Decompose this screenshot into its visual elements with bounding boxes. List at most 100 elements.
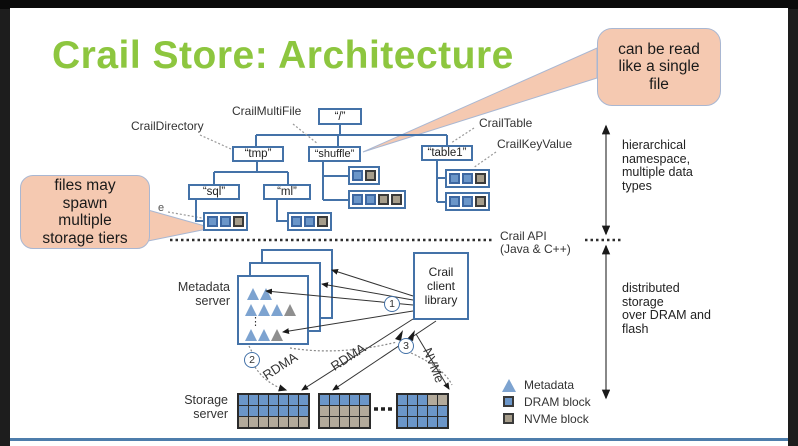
nvme-cell [340, 417, 349, 427]
nvme-cell [320, 417, 329, 427]
dram-cell [259, 395, 268, 405]
metadata-triangle-row-3 [245, 328, 284, 346]
callout-line: storage tiers [42, 229, 128, 247]
dram-cell [279, 395, 288, 405]
nvme-cell [269, 417, 278, 427]
dram-cell [408, 395, 417, 405]
block-group-ml [287, 212, 332, 231]
metadata-ellipsis: ⋮ [250, 316, 261, 328]
dram-cell [249, 395, 258, 405]
dram-cell [398, 395, 407, 405]
distributed-annotation: distributed storage over DRAM and flash [622, 281, 711, 336]
nvme-cell [239, 417, 248, 427]
tree-node-table1: “table1” [421, 145, 473, 161]
nvme-cell [340, 406, 349, 416]
dram-cell [398, 417, 407, 427]
annotation-line: distributed [622, 281, 680, 295]
dram-cell [279, 406, 288, 416]
nvme-cell [299, 417, 308, 427]
slide-title: Crail Store: Architecture [52, 34, 514, 77]
label-line: Crail [428, 265, 454, 279]
dram-block-icon [365, 194, 376, 205]
nvme-cell [360, 406, 369, 416]
nvme-cell [249, 417, 258, 427]
dram-block-icon [304, 216, 315, 227]
nvme-cell [350, 417, 359, 427]
block-group-shuffle-2 [348, 190, 406, 209]
nvme-block-icon [475, 173, 486, 184]
dram-cell [428, 417, 437, 427]
dram-cell [249, 406, 258, 416]
dram-cell [418, 395, 427, 405]
label-line: Storage [184, 393, 228, 407]
dram-cell [259, 406, 268, 416]
storage-server-label: Storage server [156, 393, 228, 421]
block-group-table1-a [445, 169, 490, 188]
nvme-block-icon [391, 194, 402, 205]
label-line: server [193, 406, 228, 421]
metadata-triangle-blue [260, 288, 272, 300]
dram-block-icon [207, 216, 218, 227]
callout-line: can be read [618, 40, 700, 58]
tree-node-sql: “sql” [188, 184, 240, 200]
nvme-block-icon [378, 194, 389, 205]
label-line: client [426, 279, 455, 293]
metadata-triangle-blue [258, 329, 270, 341]
dram-block-icon [352, 170, 363, 181]
nvme-cell [320, 406, 329, 416]
annotation-line: multiple data [622, 165, 693, 179]
nvme-block-icon [317, 216, 328, 227]
annotation-line: types [622, 178, 652, 193]
label-line: server [195, 293, 230, 308]
storage-grid-1 [237, 393, 310, 429]
dram-block-icon [449, 196, 460, 207]
nvme-block-icon [365, 170, 376, 181]
crail-keyvalue-label: CrailKeyValue [497, 137, 573, 151]
legend-dram-icon [503, 396, 514, 407]
step-1-badge: 1 [384, 296, 400, 312]
single-file-callout: can be read like a single file [597, 28, 721, 106]
dram-cell [360, 395, 369, 405]
step-3-badge: 3 [398, 338, 414, 354]
metadata-triangle-blue [271, 304, 283, 316]
annotation-line: hierarchical [622, 138, 686, 152]
dram-cell [320, 395, 329, 405]
legend-nvme-label: NVMe block [524, 412, 589, 426]
crail-client-library-box: Crail client library [413, 252, 469, 320]
dram-block-icon [291, 216, 302, 227]
window-top-border [0, 0, 798, 9]
dram-cell [408, 406, 417, 416]
crail-api-lang-label: (Java & C++) [500, 242, 571, 256]
dram-cell [428, 406, 437, 416]
dram-cell [350, 395, 359, 405]
dram-block-icon [352, 194, 363, 205]
dram-cell [398, 406, 407, 416]
step-2-badge: 2 [244, 352, 260, 368]
metadata-server-box-front: ⋮ [237, 275, 309, 345]
tree-node-root: “/” [318, 108, 362, 125]
nvme-cell [350, 406, 359, 416]
block-group-table1-b [445, 192, 490, 211]
callout-line: file [649, 75, 669, 93]
label-line: library [424, 293, 458, 307]
metadata-triangle-blue [258, 304, 270, 316]
block-group-sql [203, 212, 248, 231]
dram-block-icon [462, 173, 473, 184]
metadata-triangle-blue [245, 329, 257, 341]
legend-metadata-label: Metadata [524, 378, 575, 392]
dram-block-icon [462, 196, 473, 207]
dram-cell [269, 406, 278, 416]
metadata-server-label: Metadata server [158, 280, 230, 308]
dram-cell [418, 406, 427, 416]
dram-cell [299, 395, 308, 405]
crail-file-label-remnant: e [158, 202, 165, 214]
nvme-cell [279, 417, 288, 427]
dram-cell [408, 417, 417, 427]
nvme-block-icon [233, 216, 244, 227]
crail-directory-label: CrailDirectory [131, 119, 204, 133]
nvme-cell [259, 417, 268, 427]
namespace-annotation: hierarchical namespace, multiple data ty… [622, 138, 693, 193]
metadata-triangle-blue [247, 288, 259, 300]
callout-line: multiple [58, 212, 112, 229]
